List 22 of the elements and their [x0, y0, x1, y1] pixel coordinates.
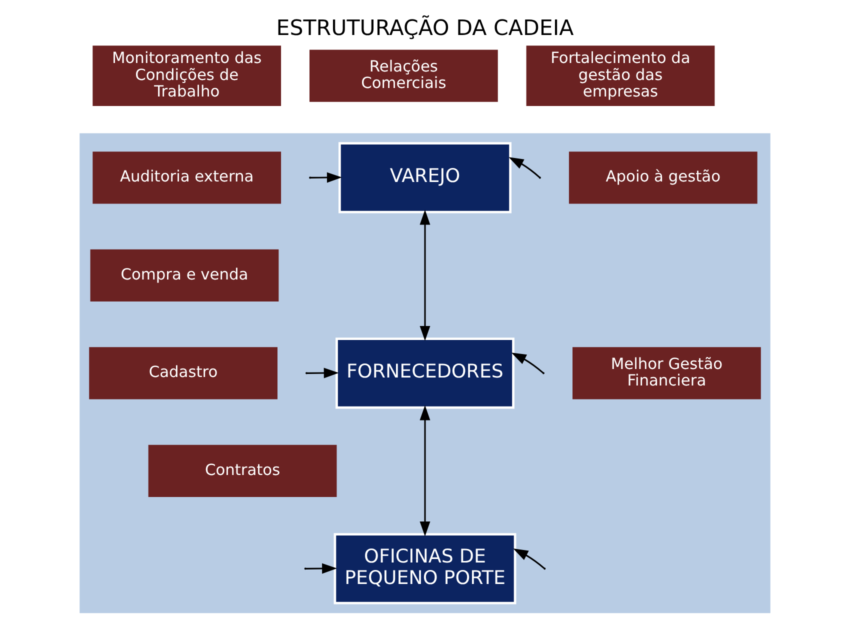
- arrow: [305, 563, 336, 574]
- node-box: Compra e venda: [90, 249, 278, 302]
- node-box: VAREJO: [338, 142, 511, 214]
- node-box: Cadastro: [88, 347, 277, 400]
- cluster: [79, 133, 770, 614]
- node-box: Melhor Gestão Financiera: [572, 347, 760, 400]
- arrow: [419, 405, 430, 536]
- arrow: [510, 352, 544, 374]
- node-box: Fortalecimento da gestão das empresas: [526, 46, 714, 106]
- node-box: Apoio à gestão: [568, 152, 757, 204]
- node-box: Contratos: [148, 444, 336, 497]
- diagram-title: ESTRUTURAÇÃO DA CADEIA: [276, 16, 574, 41]
- arrow: [306, 368, 338, 378]
- node-box: Relações Comerciais: [308, 50, 498, 102]
- arrow: [508, 157, 540, 178]
- arrow: [512, 548, 544, 569]
- node-box: OFICINAS DE PEQUENO PORTE: [333, 533, 516, 604]
- node-box: Auditoria externa: [92, 152, 281, 204]
- node-box: FORNECEDORES: [335, 338, 514, 409]
- arrow: [419, 210, 430, 341]
- arrow: [310, 172, 342, 183]
- node-box: Monitoramento das Condições de Trabalho: [92, 46, 281, 106]
